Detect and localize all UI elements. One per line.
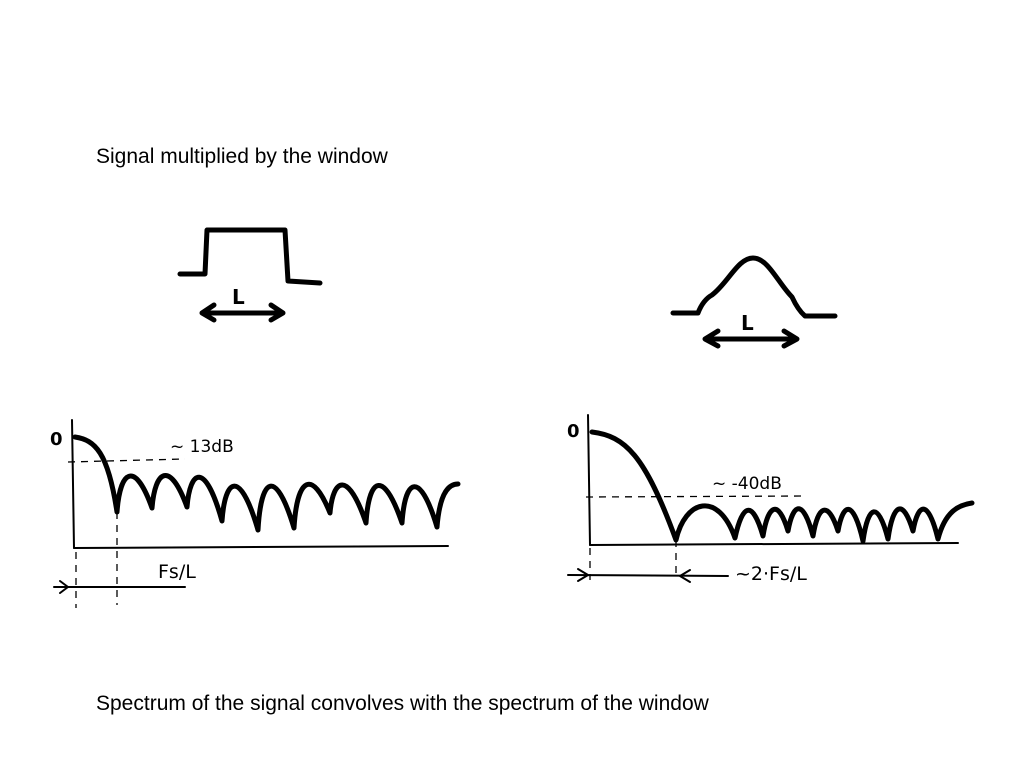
rect-spectrum-curve bbox=[72, 434, 461, 533]
rect-spectrum-sidelobe-dashed bbox=[67, 458, 186, 463]
rect-spectrum-bandwidth-label: Fs/L bbox=[158, 561, 196, 583]
smooth-window-width-label: L bbox=[741, 311, 754, 335]
smooth-spectrum-zero-label: 0 bbox=[567, 421, 580, 442]
smooth-spectrum-group: 0 ~ -40dB ~2·Fs/L bbox=[567, 414, 975, 585]
rect-window-group: L bbox=[177, 227, 323, 323]
smooth-window-group: L bbox=[670, 255, 838, 349]
smooth-spectrum-bandwidth-arrow bbox=[567, 568, 729, 583]
bottom-caption: Spectrum of the signal convolves with th… bbox=[96, 692, 709, 715]
rect-spectrum-bandwidth-arrow bbox=[53, 580, 186, 594]
rect-window-shape bbox=[177, 227, 323, 286]
rect-spectrum-zero-label: 0 bbox=[50, 429, 63, 450]
rect-spectrum-group: 0 ~ 13dB Fs/L bbox=[50, 419, 461, 608]
smooth-window-width-arrow bbox=[702, 328, 800, 349]
top-caption: Signal multiplied by the window bbox=[96, 145, 388, 168]
smooth-spectrum-x-axis bbox=[589, 542, 959, 546]
rect-window-width-label: L bbox=[232, 285, 245, 309]
smooth-spectrum-bandwidth-label: ~2·Fs/L bbox=[735, 563, 807, 585]
smooth-spectrum-y-axis bbox=[587, 414, 591, 546]
smooth-spectrum-curve bbox=[589, 429, 975, 544]
smooth-window-shape bbox=[670, 255, 838, 319]
rect-window-width-arrow bbox=[199, 302, 286, 323]
smooth-spectrum-sidelobe-label: ~ -40dB bbox=[712, 474, 782, 494]
rect-spectrum-x-axis bbox=[73, 545, 449, 549]
smooth-spectrum-sidelobe-dashed bbox=[585, 495, 806, 498]
rect-spectrum-y-axis bbox=[71, 419, 75, 549]
rect-spectrum-sidelobe-label: ~ 13dB bbox=[170, 437, 234, 457]
